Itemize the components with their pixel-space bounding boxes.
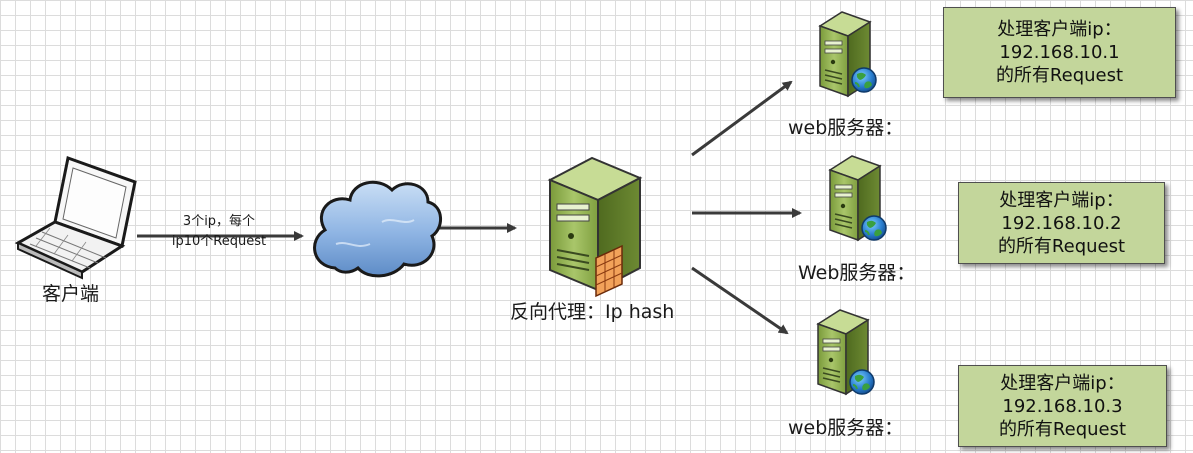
- globe-icon: [851, 67, 877, 93]
- server-note-3: 处理客户端ip： 192.168.10.3 的所有Request: [958, 365, 1167, 447]
- server-note-1-line1: 处理客户端ip：: [997, 19, 1122, 40]
- web-server-icon: [829, 155, 887, 241]
- arrow-proxy-to-server-3: [691, 266, 789, 335]
- connection-label-line2: ip10个Request: [171, 234, 267, 249]
- server-label-1: web服务器：: [788, 117, 904, 139]
- server-note-3-line3: 的所有Request: [998, 418, 1127, 440]
- web-server-icon: [819, 11, 877, 97]
- client-label: 客户端: [42, 283, 100, 305]
- server-note-1-line3: 的所有Request: [995, 65, 1124, 86]
- firewall-icon: [595, 244, 623, 298]
- proxy-label: 反向代理：Ip hash: [510, 301, 675, 323]
- server-note-2-line1: 处理客户端ip：: [999, 189, 1124, 211]
- connection-label-line1: 3个ip，每个: [182, 214, 256, 229]
- server-note-1: 处理客户端ip： 192.168.10.1 的所有Request: [943, 7, 1176, 98]
- arrow-proxy-to-server-1: [691, 80, 793, 157]
- laptop-icon: [14, 156, 137, 280]
- connection-label: 3个ip，每个 ip10个Request: [158, 212, 280, 252]
- server-label-3: web服务器：: [788, 417, 904, 439]
- server-note-3-line1: 处理客户端ip：: [1000, 372, 1125, 394]
- web-server-icon: [817, 309, 875, 395]
- server-note-3-line2: 192.168.10.3: [1002, 395, 1123, 417]
- cloud-icon: [313, 180, 442, 278]
- server-note-2: 处理客户端ip： 192.168.10.2 的所有Request: [958, 182, 1165, 264]
- proxy-server-icon: [547, 156, 643, 292]
- globe-icon: [861, 215, 887, 241]
- server-note-1-line2: 192.168.10.1: [999, 42, 1120, 63]
- globe-icon: [849, 369, 875, 395]
- server-note-2-line3: 的所有Request: [997, 235, 1126, 257]
- server-label-2: Web服务器：: [798, 262, 916, 284]
- server-note-2-line2: 192.168.10.2: [1001, 212, 1122, 234]
